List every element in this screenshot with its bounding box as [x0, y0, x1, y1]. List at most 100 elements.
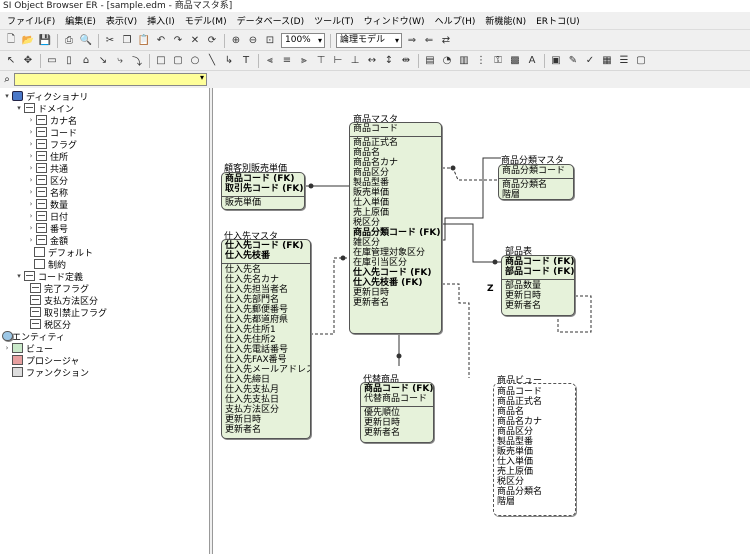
menu-window[interactable]: ウィンドウ(W) — [363, 17, 425, 27]
comment-icon[interactable]: ✎ — [568, 55, 578, 66]
expand-icon[interactable]: › — [29, 128, 33, 136]
tree-node-domain-item[interactable]: ›金額 — [26, 234, 68, 247]
expand-icon[interactable]: › — [29, 152, 33, 160]
menu-tools[interactable]: ツール(T) — [314, 17, 354, 27]
align-right-icon[interactable]: ⫸ — [301, 55, 307, 66]
expand-icon[interactable]: › — [29, 188, 33, 196]
tree-node-code-item[interactable]: 完了フラグ — [30, 282, 89, 295]
expand-icon[interactable]: › — [29, 212, 33, 220]
search-combo[interactable] — [14, 72, 207, 86]
text-tool-icon[interactable]: T — [242, 55, 250, 66]
layout-icon[interactable]: ▣ — [551, 55, 561, 66]
tree-node-domain-item[interactable]: ›住所 — [26, 150, 68, 163]
ellipse-icon[interactable]: ○ — [190, 55, 200, 66]
menu-edit[interactable]: 編集(E) — [65, 17, 96, 27]
menu-insert[interactable]: 挿入(I) — [147, 17, 175, 27]
tree-node-domain-item[interactable]: ›名称 — [26, 186, 68, 199]
zoom-out-icon[interactable]: ⊖ — [248, 35, 258, 46]
tree-node-code-item[interactable]: 税区分 — [30, 318, 71, 331]
view-tool-icon[interactable]: ▯ — [66, 55, 72, 66]
tree-node-domain-item[interactable]: ›コード — [26, 126, 77, 139]
expand-icon[interactable]: › — [29, 116, 33, 124]
copy-icon[interactable]: ❐ — [122, 35, 132, 46]
key-icon[interactable]: ⚿ — [494, 55, 502, 66]
same-width-icon[interactable]: ↔ — [367, 55, 377, 66]
note-tool-icon[interactable]: ⌂ — [82, 55, 90, 66]
report-icon[interactable]: ▦ — [602, 55, 612, 66]
zoom-select[interactable]: 100% — [281, 33, 325, 48]
expand-icon[interactable]: › — [5, 344, 9, 352]
entity-supplier-master[interactable]: 仕入先コード (FK) 仕入先枝番 仕入先名 仕入先名カナ 仕入先担当者名 仕入… — [221, 239, 311, 439]
reverse-engineer-icon[interactable]: ⇐ — [424, 35, 434, 46]
tree-node-domain-item[interactable]: ›日付 — [26, 210, 68, 223]
line-icon[interactable]: ╲ — [208, 55, 216, 66]
tree-node-procedure[interactable]: プロシージャ — [2, 354, 79, 367]
menu-database[interactable]: データベース(D) — [236, 17, 305, 27]
rectangle-icon[interactable]: □ — [156, 55, 166, 66]
attributes-icon[interactable]: ▥ — [459, 55, 469, 66]
cut-icon[interactable]: ✂ — [105, 35, 115, 46]
menu-help[interactable]: ヘルプ(H) — [434, 17, 476, 27]
rounded-rect-icon[interactable]: ▢ — [173, 55, 183, 66]
align-top-icon[interactable]: ⊤ — [316, 55, 326, 66]
compare-icon[interactable]: ⇄ — [441, 35, 451, 46]
entity-tool-icon[interactable]: ▭ — [47, 55, 57, 66]
window-icon[interactable]: ▢ — [636, 55, 646, 66]
align-left-icon[interactable]: ⫷ — [267, 55, 273, 66]
open-folder-icon[interactable]: 📂 — [21, 35, 35, 46]
menu-view[interactable]: 表示(V) — [105, 17, 138, 27]
expand-icon[interactable]: › — [29, 176, 33, 184]
tree-node-code-definition[interactable]: ▾コード定義 — [14, 270, 83, 283]
expand-icon[interactable]: › — [29, 140, 33, 148]
entity-shohin-master[interactable]: 商品コード 商品正式名 商品名 商品名カナ 商品区分 製品型番 販売単価 仕入単… — [349, 122, 442, 334]
collapse-icon[interactable]: ▾ — [17, 104, 21, 112]
same-height-icon[interactable]: ↕ — [384, 55, 394, 66]
menu-model[interactable]: モデル(M) — [184, 17, 227, 27]
align-middle-icon[interactable]: ⊢ — [333, 55, 343, 66]
tree-node-domain[interactable]: ▾ドメイン — [14, 102, 74, 115]
tree-node-code-item[interactable]: 取引禁止フラグ — [30, 306, 107, 319]
align-bottom-icon[interactable]: ⊥ — [350, 55, 360, 66]
er-diagram-canvas[interactable]: Z 商品マスタ 商品コード 商品正式名 商品名 商品名カナ 商品区分 製品型番 … — [212, 88, 750, 554]
undo-icon[interactable]: ↶ — [156, 35, 166, 46]
polyline-icon[interactable]: ↳ — [224, 55, 234, 66]
view-shohin-view[interactable]: 商品コード 商品正式名 商品名 商品名カナ 商品区分 製品型番 販売単価 仕入単… — [493, 383, 576, 516]
expand-icon[interactable]: › — [29, 224, 33, 232]
expand-icon[interactable]: › — [29, 200, 33, 208]
entity-substitute-product[interactable]: 商品コード (FK) 代替商品コード 優先順位 更新日時 更新者名 — [360, 382, 434, 443]
tree-node-dictionary[interactable]: ▾ディクショナリ — [2, 90, 88, 103]
print-preview-icon[interactable]: 🔍 — [79, 35, 93, 46]
tree-node-domain-item[interactable]: ›カナ名 — [26, 114, 77, 127]
binoculars-icon[interactable]: ⌕ — [4, 73, 10, 85]
save-icon[interactable]: 💾 — [38, 35, 52, 46]
tree-node-constraint[interactable]: 制約 — [24, 258, 66, 271]
menu-er-toko[interactable]: ERトコ(U) — [536, 17, 580, 27]
tree-node-entity[interactable]: ›エンティティ — [2, 330, 65, 343]
redo-icon[interactable]: ↷ — [173, 35, 183, 46]
domain-icon[interactable]: ◔ — [442, 55, 452, 66]
font-icon[interactable]: A — [528, 55, 536, 66]
subject-area-icon[interactable]: ▤ — [425, 55, 435, 66]
tree-node-function[interactable]: ファンクション — [2, 366, 89, 379]
entity-customer-price[interactable]: 商品コード (FK) 取引先コード (FK) 販売単価 — [221, 172, 305, 210]
new-file-icon[interactable]: 🗋 — [6, 34, 16, 45]
forward-engineer-icon[interactable]: ⇒ — [407, 35, 417, 46]
tree-node-view[interactable]: ›ビュー — [2, 342, 53, 355]
color-icon[interactable]: ▩ — [510, 55, 520, 66]
tree-node-default[interactable]: デフォルト — [24, 246, 93, 259]
paste-icon[interactable]: 📋 — [137, 35, 151, 46]
refresh-icon[interactable]: ⟳ — [207, 35, 217, 46]
expand-icon[interactable]: › — [29, 164, 33, 172]
expand-icon[interactable]: › — [29, 236, 33, 244]
relation-tool-icon[interactable]: ↘ — [98, 55, 108, 66]
zoom-in-icon[interactable]: ⊕ — [231, 35, 241, 46]
index-icon[interactable]: ⋮ — [476, 55, 486, 66]
grab-icon[interactable]: ✥ — [23, 55, 33, 66]
tree-node-domain-item[interactable]: ›共通 — [26, 162, 68, 175]
entity-product-category-master[interactable]: 商品分類コード 商品分類名 階層 — [498, 164, 574, 200]
delete-icon[interactable]: ✕ — [190, 35, 200, 46]
distribute-icon[interactable]: ⇹ — [401, 55, 411, 66]
zoom-fit-icon[interactable]: ⊡ — [265, 35, 275, 46]
tree-node-domain-item[interactable]: ›番号 — [26, 222, 68, 235]
print-icon[interactable]: ⎙ — [65, 35, 73, 46]
